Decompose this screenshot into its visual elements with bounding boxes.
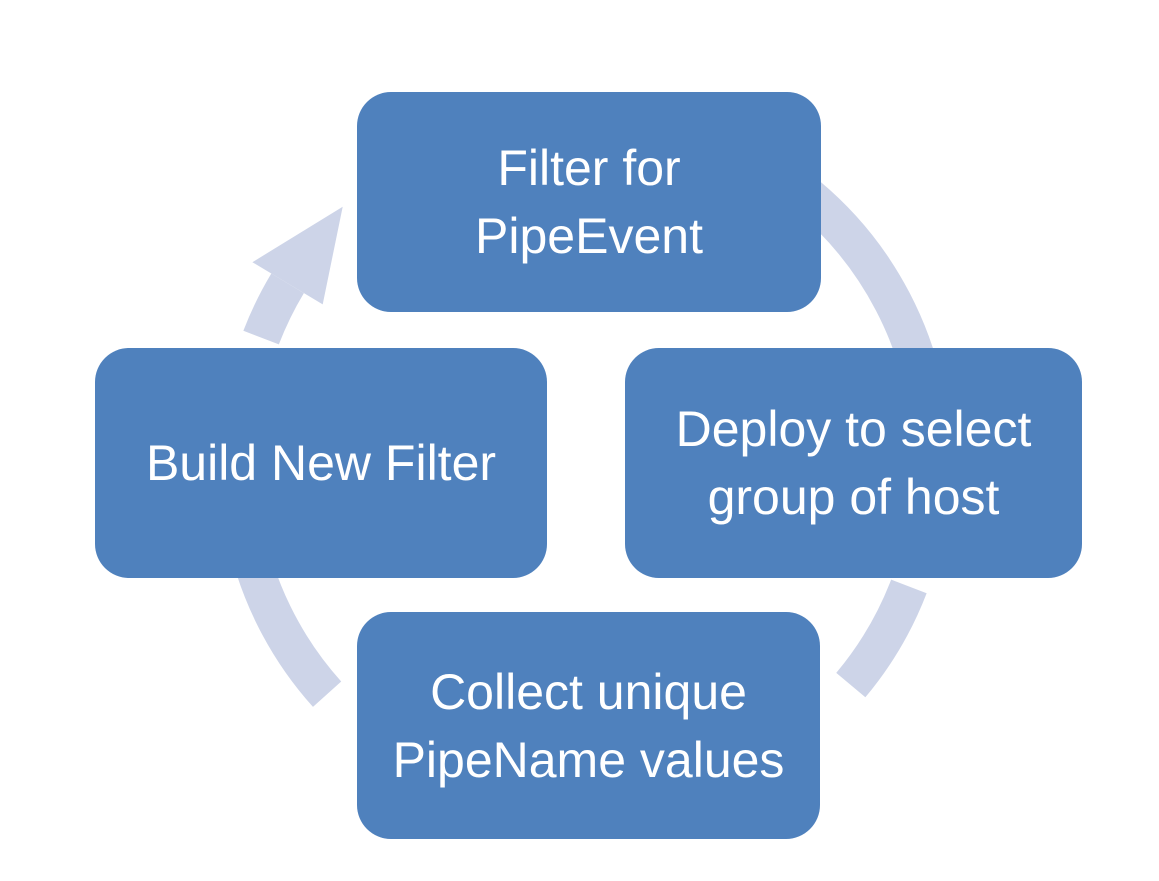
cycle-node-deploy-to-select-group-of-host: Deploy to select group of host <box>625 348 1082 578</box>
cycle-arc-right-to-bottom <box>836 579 927 698</box>
cycle-node-label: Collect unique PipeName values <box>392 663 785 788</box>
cycle-arc-left-to-top <box>243 273 305 345</box>
cycle-arrowhead-icon <box>252 206 343 305</box>
cycle-node-collect-unique-pipename-values: Collect unique PipeName values <box>357 612 820 839</box>
cycle-node-label: Filter for PipeEvent <box>475 140 703 264</box>
cycle-node-filter-for-pipeevent: Filter for PipeEvent <box>357 92 821 312</box>
cycle-node-label: Build New Filter <box>145 435 497 491</box>
cycle-node-label: Deploy to select group of host <box>675 401 1032 525</box>
cycle-node-build-new-filter: Build New Filter <box>95 348 547 578</box>
